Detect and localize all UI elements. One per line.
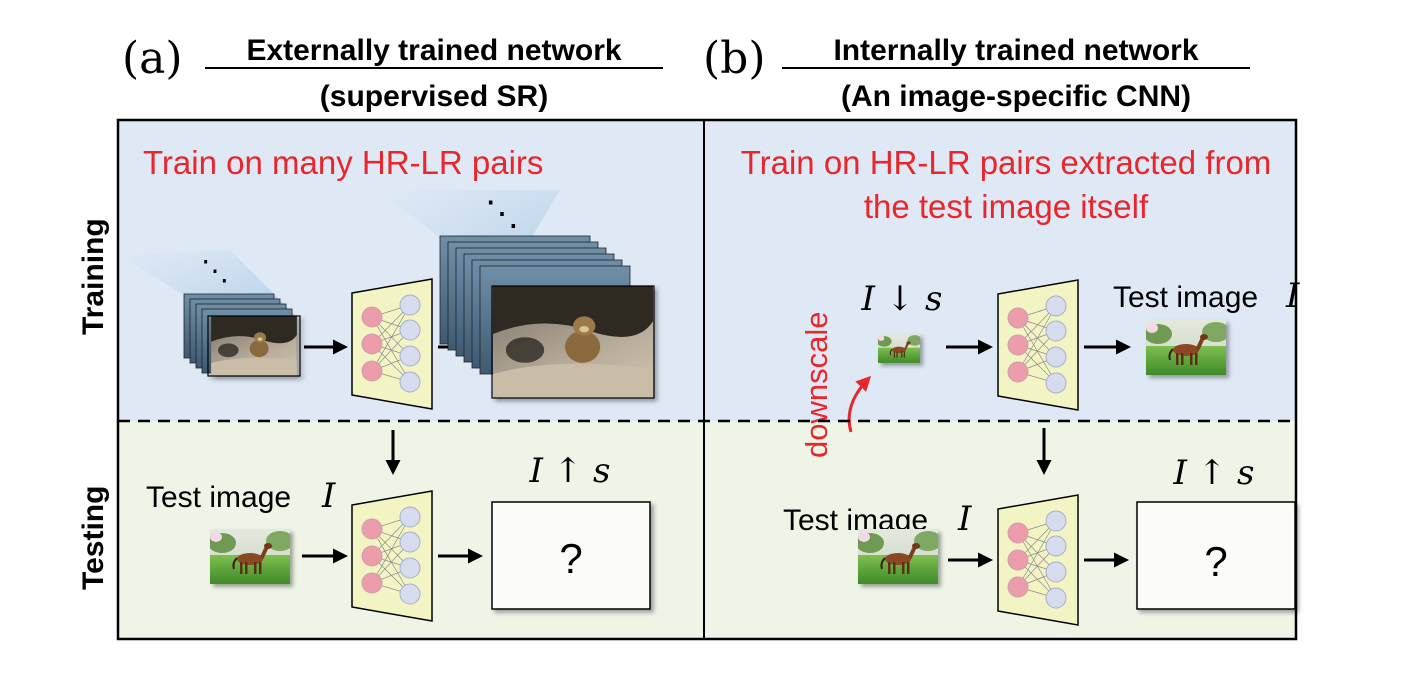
panel-a-caption: Train on many HR-LR pairs	[143, 144, 543, 181]
lr-image-stack	[120, 250, 301, 377]
hr-image-stack	[380, 190, 655, 399]
network-b-training	[997, 279, 1079, 411]
row-label-testing: Testing	[77, 486, 110, 590]
panel-b-test-var: I	[957, 499, 972, 539]
panel-a-test-var: I	[321, 476, 336, 516]
panel-b-caption-line1: Train on HR-LR pairs extracted from	[741, 144, 1272, 181]
panel-b-letter: (b)	[703, 33, 766, 84]
panel-b-output-label: I ↑ s	[1173, 453, 1255, 493]
panel-a-title-line2: (supervised SR)	[320, 80, 548, 113]
panel-b-train-target-label: Test image	[1113, 281, 1258, 314]
network-b-testing	[997, 494, 1079, 626]
panel-b-title-line1: Internally trained network	[833, 34, 1198, 67]
row-label-training: Training	[77, 218, 110, 335]
panel-a-output-box	[491, 501, 651, 610]
panel-a-test-image	[210, 529, 290, 584]
training-row-background	[118, 120, 1296, 421]
testing-row-background	[118, 421, 1296, 639]
panel-a-title-line1: Externally trained network	[246, 34, 621, 67]
panel-a-output-label: I ↑ s	[529, 451, 611, 491]
panel-a-output-symbol: ?	[559, 535, 582, 582]
network-a-testing	[351, 490, 433, 622]
downscale-arrow	[847, 375, 872, 433]
panel-b-downscaled-image	[878, 334, 920, 363]
main-frame	[116, 118, 1298, 641]
panel-b-output-symbol: ?	[1204, 538, 1227, 585]
downscale-label: downscale	[799, 312, 834, 458]
panel-b-downscaled-label: I ↓ s	[861, 279, 943, 319]
panel-a-letter: (a)	[122, 33, 183, 84]
hr-stack-ellipsis: ⋱	[485, 195, 519, 233]
panel-a-test-label: Test image	[146, 481, 291, 514]
panel-b-title-line2: (An image-specific CNN)	[841, 80, 1191, 113]
panel-b-caption-line2: the test image itself	[864, 188, 1149, 225]
network-a-training	[351, 278, 433, 410]
panel-b-test-image	[858, 529, 938, 584]
lr-stack-ellipsis: ⋱	[201, 255, 229, 286]
panel-b-train-target-var: I	[1285, 276, 1300, 316]
panel-b-output-box	[1136, 501, 1296, 610]
panel-b-train-target-image	[1146, 320, 1226, 375]
